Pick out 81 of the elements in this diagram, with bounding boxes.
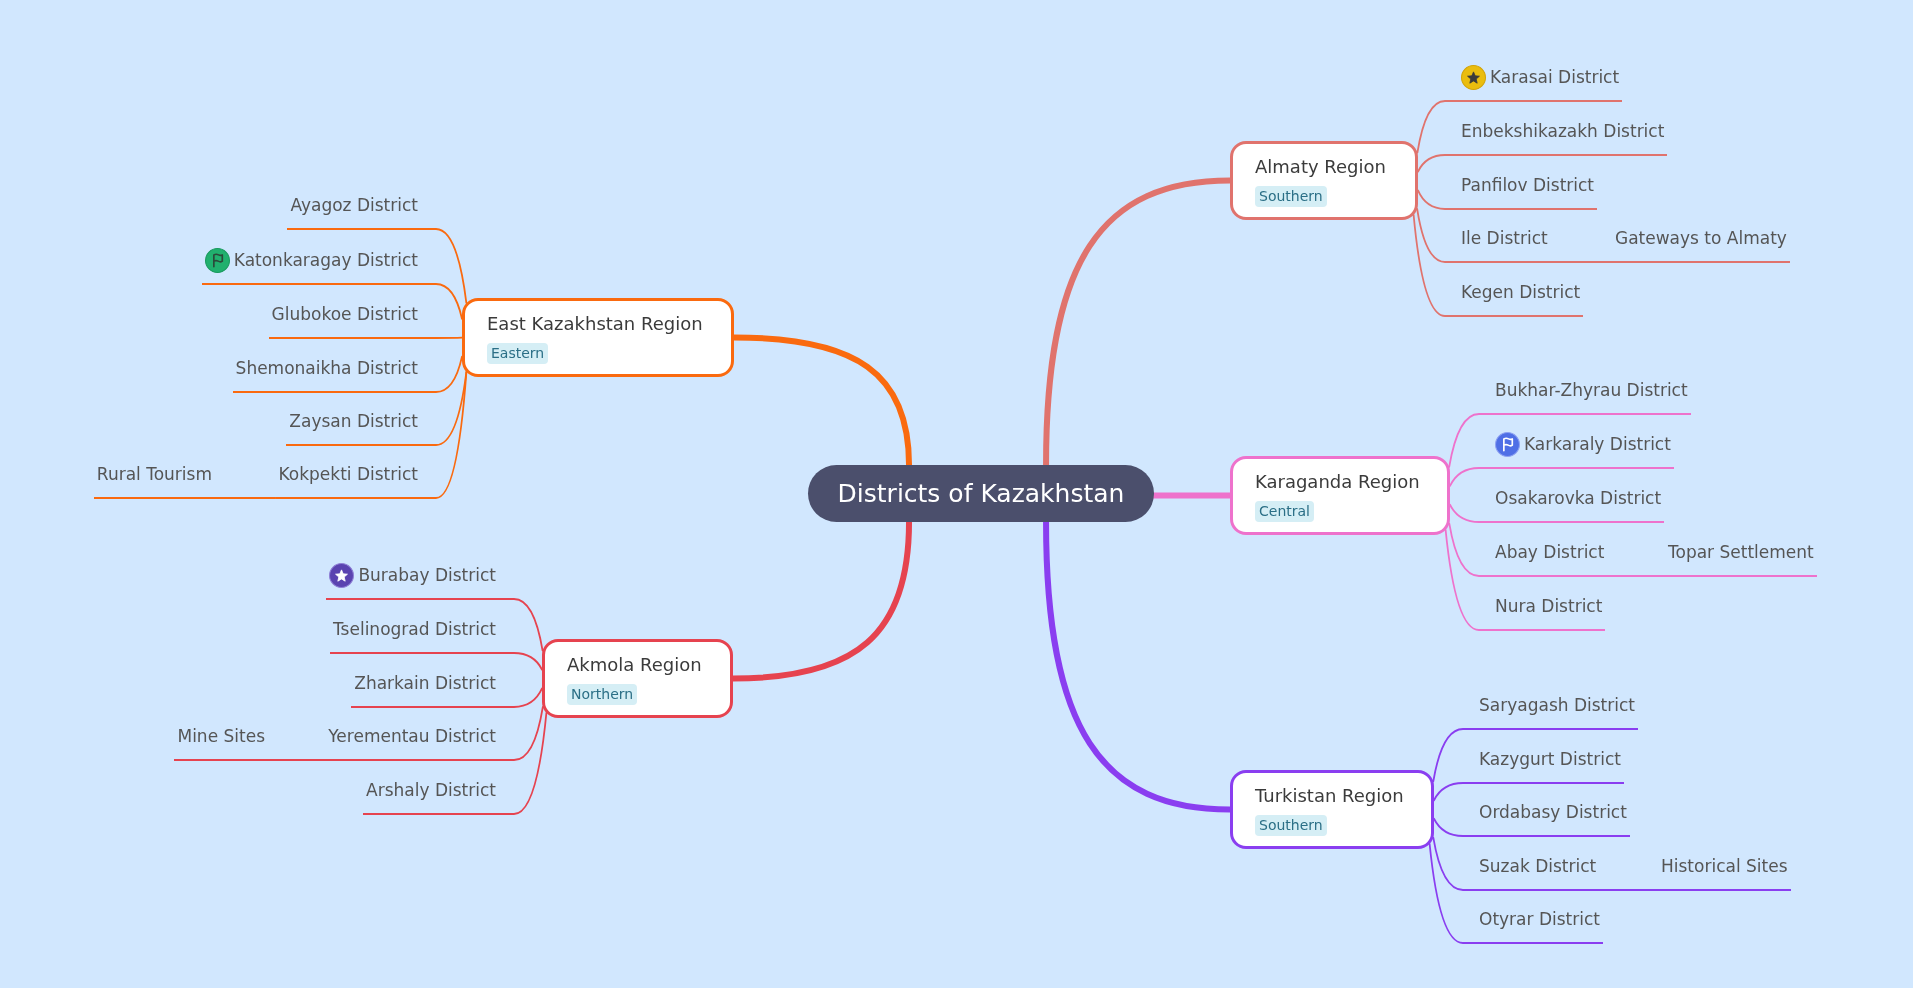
category-tag: Southern [1255, 815, 1327, 836]
topic-text: Yerementau District [328, 726, 496, 746]
branch-curve [513, 652, 543, 671]
branch-curve [435, 228, 468, 304]
topic-box [1230, 770, 1434, 849]
branch-curve [1417, 189, 1446, 210]
category-tag: Southern [1255, 186, 1327, 207]
connector-line [282, 759, 327, 761]
central-topic: Districts of Kazakhstan [808, 465, 1154, 522]
topic-title: Akmola Region [567, 653, 702, 677]
topic-text: Osakarovka District [1495, 488, 1662, 508]
branch-curve [1416, 208, 1446, 263]
topic-text: Karkaraly District [1524, 434, 1671, 454]
topic-text: Topar Settlement [1668, 542, 1814, 562]
topic-text: Tselinograd District [333, 619, 496, 639]
topic-text: Burabay District [358, 565, 496, 585]
connector-line [1606, 575, 1653, 577]
topic-text: Zharkain District [354, 673, 496, 693]
connector-line [229, 497, 277, 499]
branch-curve [513, 598, 544, 652]
topic-text: Glubokoe District [271, 304, 418, 324]
branch-curve [435, 371, 468, 499]
topic-text: Otyrar District [1479, 909, 1600, 929]
branch-curve [1412, 214, 1446, 317]
topic-text: Nura District [1495, 596, 1603, 616]
branch-curve [1448, 413, 1480, 468]
topic-text: Ayagoz District [290, 195, 418, 215]
topic-text: Ordabasy District [1479, 802, 1627, 822]
topic-title: Turkistan Region [1255, 784, 1404, 808]
branch-curve [1428, 843, 1464, 944]
topic-text: Ile District [1461, 228, 1548, 248]
category-tag: Central [1255, 501, 1314, 522]
topic-box [462, 298, 734, 377]
topic-text: Abay District [1495, 542, 1605, 562]
branch-curve [1433, 782, 1464, 802]
topic-text: Bukhar-Zhyrau District [1495, 380, 1688, 400]
branch-curve [1444, 529, 1480, 631]
underlined-topic [1445, 63, 1623, 102]
topic-title: East Kazakhstan Region [487, 312, 703, 336]
topic-box [1230, 141, 1418, 220]
underlined-topic [201, 246, 436, 285]
connector-line [1549, 261, 1600, 263]
topic-text: Rural Tourism [96, 464, 212, 484]
branch-curve [513, 706, 544, 761]
topic-text: Panfilov District [1461, 175, 1595, 195]
topic-text: Shemonaikha District [235, 358, 418, 378]
branch-curve [1433, 817, 1464, 837]
topic-text: Historical Sites [1661, 856, 1788, 876]
topic-text: Katonkaragay District [233, 250, 418, 270]
topic-box [1230, 456, 1450, 535]
topic-text: Saryagash District [1479, 695, 1635, 715]
topic-text: Kegen District [1461, 282, 1581, 302]
branch-curve [1432, 836, 1464, 891]
topic-text: Suzak District [1479, 856, 1597, 876]
topic-title: Almaty Region [1255, 155, 1386, 179]
branch-curve [1449, 467, 1480, 487]
topic-title: Karaganda Region [1255, 470, 1420, 494]
topic-text: Zaysan District [289, 411, 418, 431]
topic-text: Karasai District [1490, 67, 1620, 87]
branch-curve [1417, 154, 1446, 173]
underlined-topic [326, 561, 514, 600]
branch-curve [513, 687, 543, 708]
topic-text: Kokpekti District [278, 464, 418, 484]
branch-curve [1448, 522, 1480, 577]
topic-box [542, 639, 733, 718]
branch-curve [435, 355, 463, 393]
topic-text: Enbekshikazakh District [1461, 121, 1665, 141]
category-tag: Eastern [487, 343, 549, 364]
topic-text: Arshaly District [366, 780, 496, 800]
branch-curve [513, 712, 548, 815]
topic-text: Mine Sites [177, 726, 265, 746]
branch-curve [1449, 503, 1480, 523]
topic-text: Gateways to Almaty [1615, 228, 1787, 248]
branch-curve [1432, 728, 1464, 783]
branch-curve [1416, 100, 1446, 154]
branch-curve [435, 283, 463, 320]
underlined-topic [1479, 430, 1674, 469]
category-tag: Northern [567, 684, 638, 705]
topic-text: Kazygurt District [1479, 749, 1621, 769]
branch-curve [435, 336, 463, 339]
connector-line [1598, 889, 1646, 891]
